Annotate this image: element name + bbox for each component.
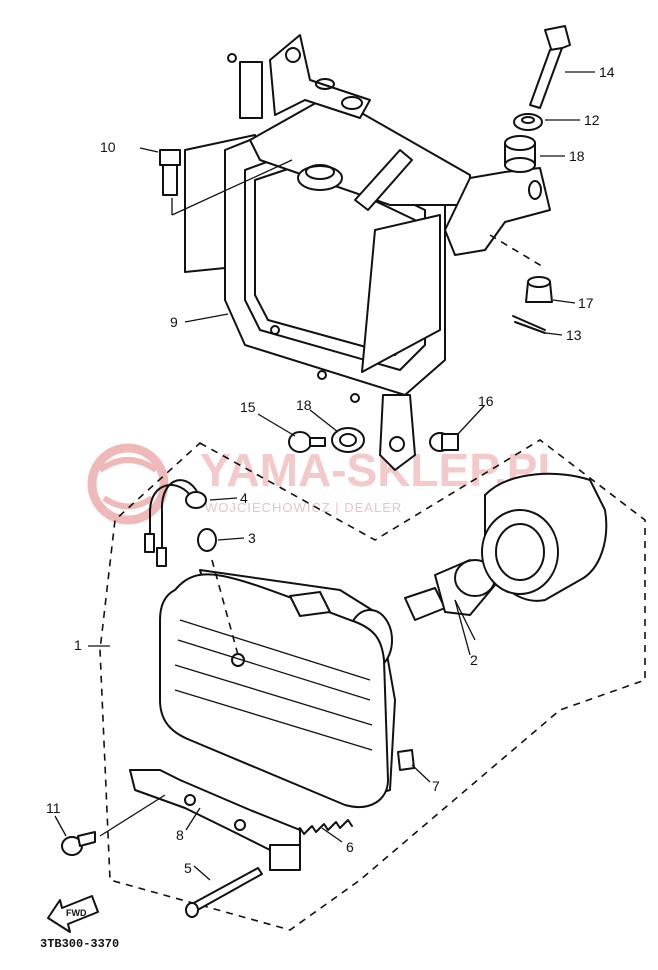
watermark-logo-icon — [87, 443, 169, 525]
part-15-collar — [288, 431, 326, 453]
part-18-grommet-upper — [504, 135, 536, 173]
callout-18-lower: 18 — [296, 397, 312, 413]
part-3-pilot-bulb — [197, 528, 217, 552]
callout-9: 9 — [170, 314, 178, 330]
part-13-clip — [512, 315, 546, 334]
forward-label: FWD — [66, 908, 87, 918]
callout-5: 5 — [184, 860, 192, 876]
part-17-nut — [489, 234, 553, 303]
part-11-screw — [61, 794, 166, 856]
callout-15: 15 — [240, 399, 256, 415]
leader-lines — [54, 71, 595, 881]
callout-10: 10 — [100, 139, 116, 155]
callout-1: 1 — [74, 637, 82, 653]
part-5-adjust-screw — [185, 867, 263, 918]
callout-6: 6 — [346, 839, 354, 855]
callout-16: 16 — [478, 393, 494, 409]
callout-2: 2 — [470, 652, 478, 668]
callout-13: 13 — [566, 327, 582, 343]
part-14-bolt — [529, 25, 571, 109]
callout-11: 11 — [46, 800, 61, 816]
callout-18-upper: 18 — [569, 148, 585, 164]
part-4-socket-cord — [144, 479, 207, 567]
part-12-collar — [513, 113, 543, 131]
part-16-collar — [429, 432, 459, 452]
part-10-bolt — [159, 149, 181, 196]
watermark-tagline: WOJCIECHOWICZ | DEALER — [205, 500, 402, 515]
callout-8: 8 — [176, 827, 184, 843]
part-8-bracket — [129, 769, 301, 871]
headlight-stay — [171, 34, 551, 471]
callout-12: 12 — [584, 112, 600, 128]
callout-labels: 1 2 3 4 5 6 7 8 9 10 11 12 13 14 15 16 1… — [46, 64, 615, 876]
callout-4: 4 — [240, 490, 248, 506]
forward-arrow-icon: FWD — [47, 895, 99, 933]
part-6-spring — [291, 819, 353, 837]
callout-14: 14 — [599, 64, 615, 80]
diagram-code: 3TB300-3370 — [40, 937, 119, 951]
callout-7: 7 — [432, 778, 440, 794]
bulb-rubber-boot — [481, 472, 608, 602]
assembly-outline — [99, 439, 646, 931]
callout-3: 3 — [248, 530, 256, 546]
part-18-grommet-lower — [331, 427, 365, 453]
part-7-nut — [397, 749, 415, 771]
part-2-halogen-bulb — [404, 559, 496, 641]
callout-17: 17 — [578, 295, 594, 311]
part-1-headlight-unit — [159, 559, 396, 808]
